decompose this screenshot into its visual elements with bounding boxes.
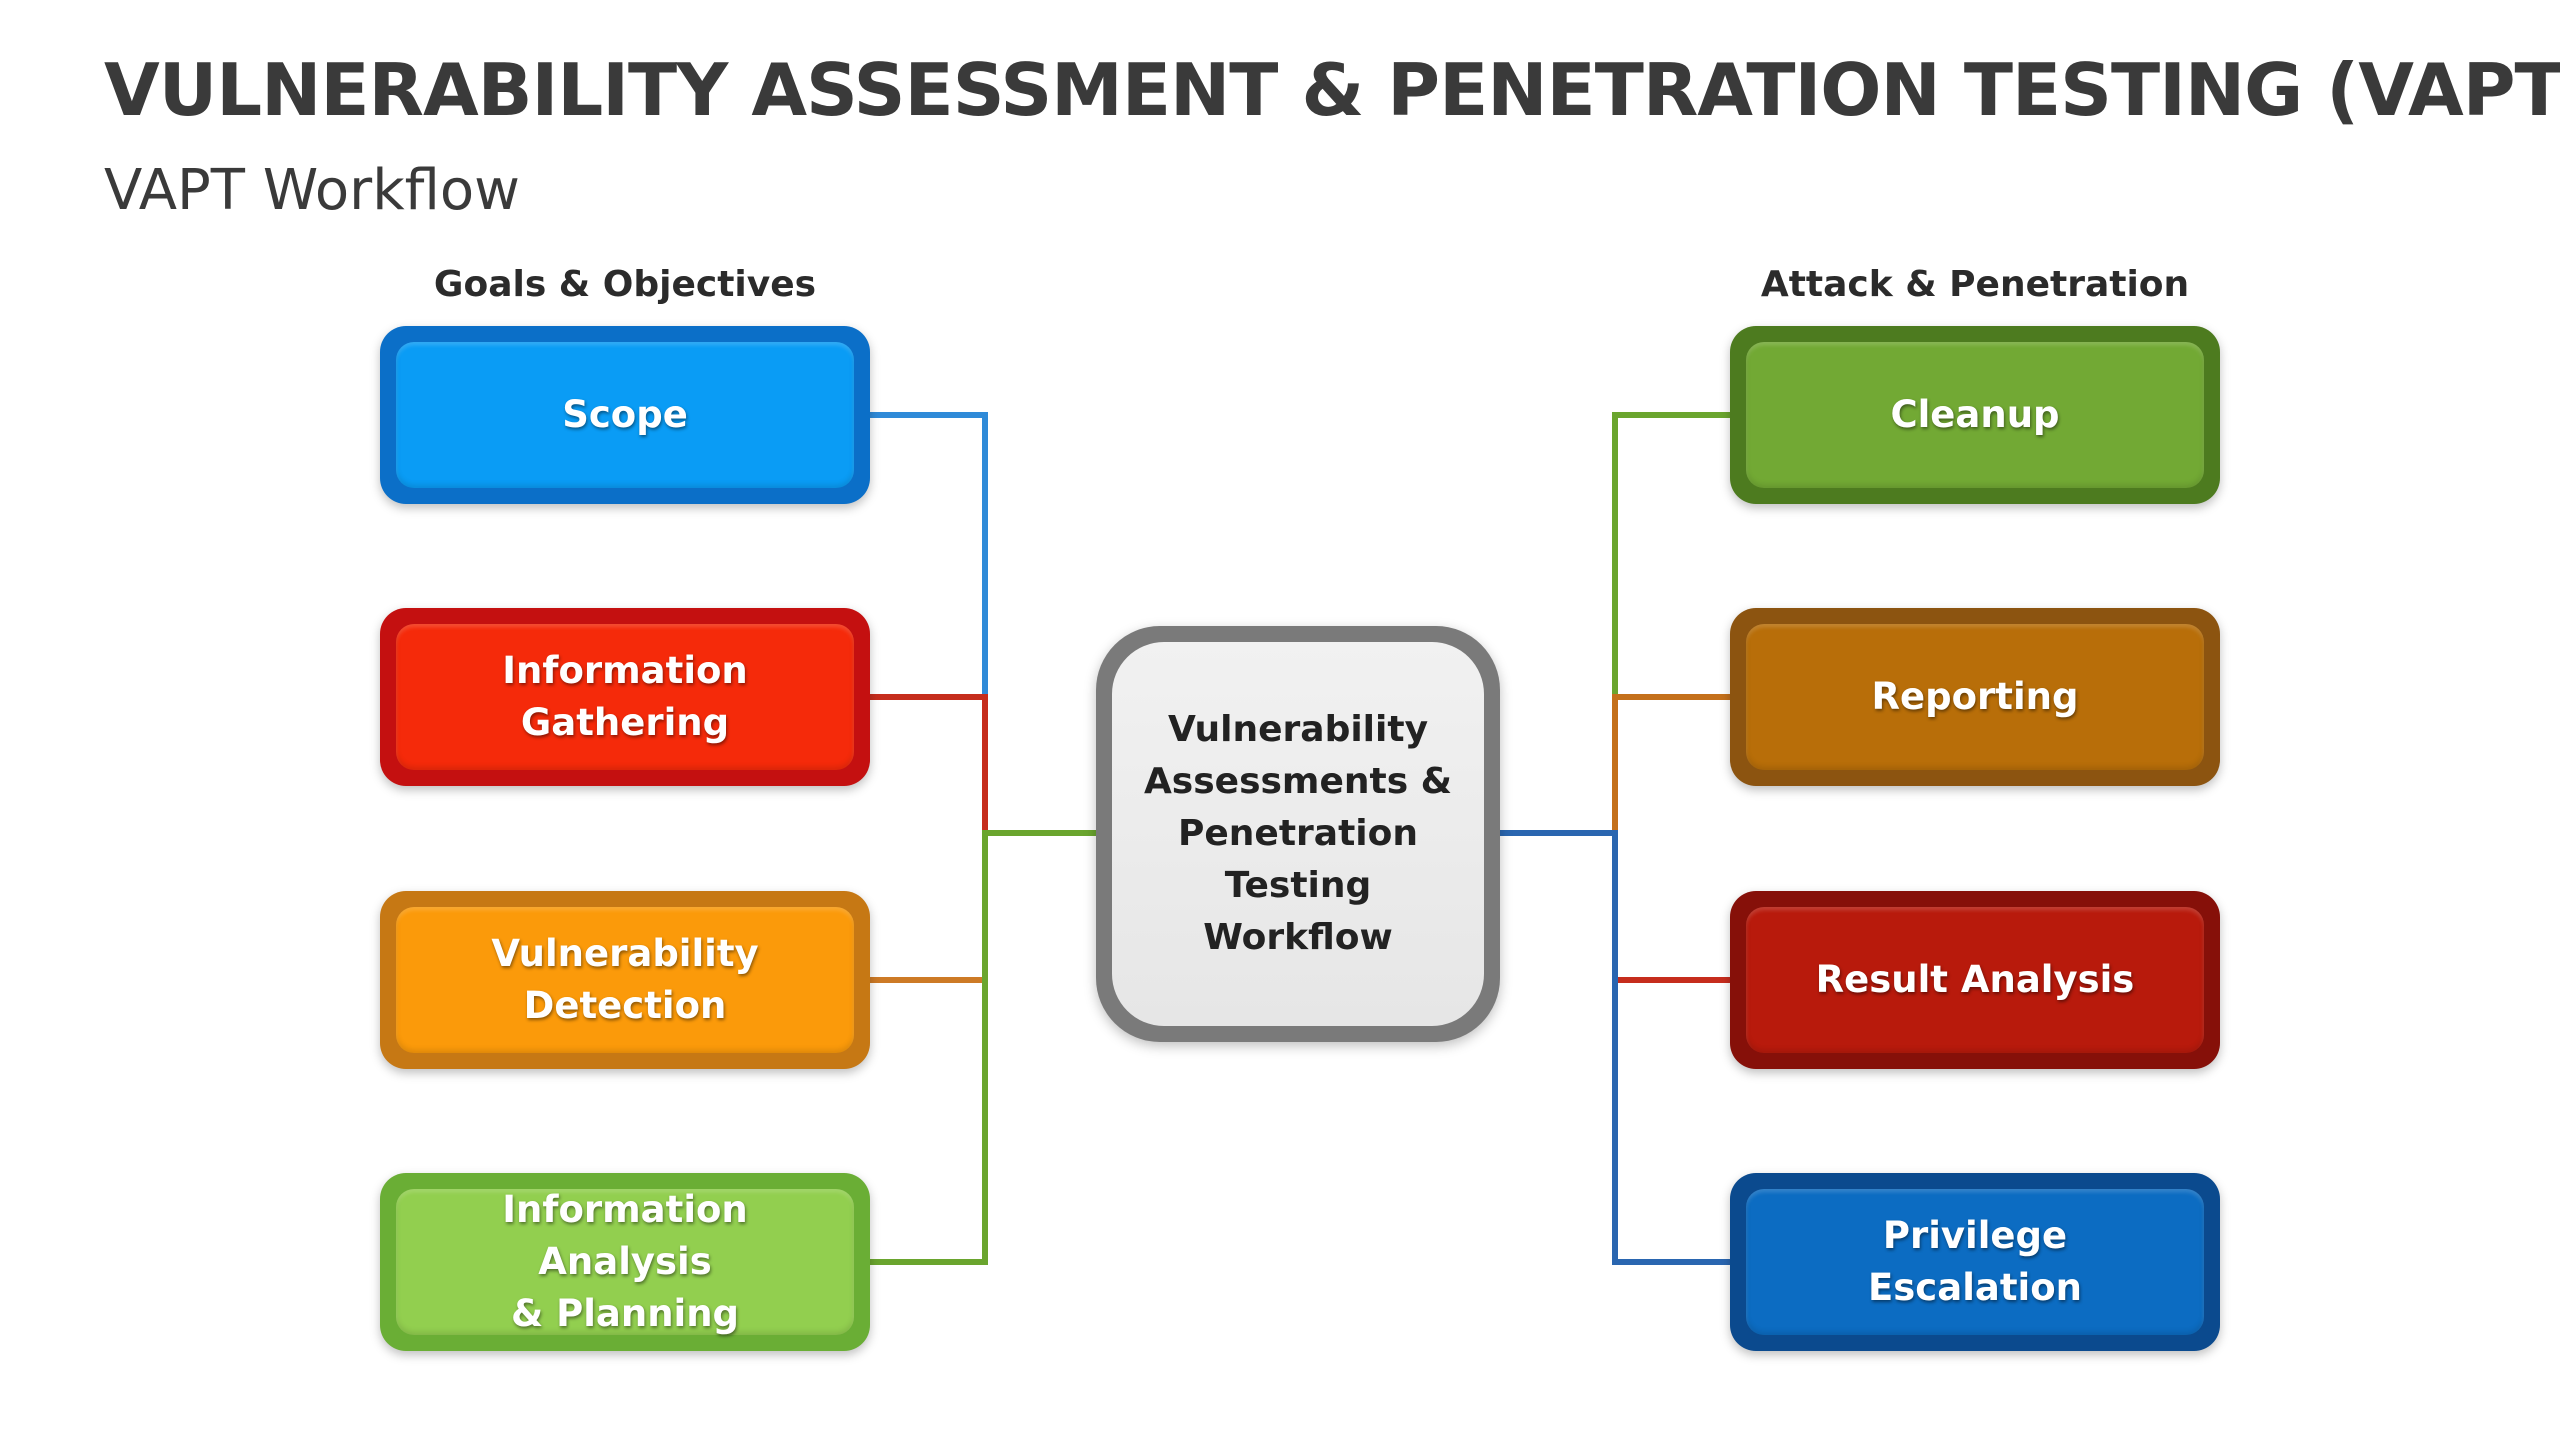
node-cleanup: Cleanup	[1730, 326, 2220, 504]
connector-right-reporting	[1612, 694, 1730, 833]
node-scope: Scope	[380, 326, 870, 504]
node-reporting: Reporting	[1730, 608, 2220, 786]
connector-left-information-gathering	[870, 694, 988, 833]
node-cleanup-label: Cleanup	[1746, 342, 2204, 488]
node-information-gathering-label: Information Gathering	[396, 624, 854, 770]
page-subtitle: VAPT Workflow	[104, 158, 520, 223]
node-reporting-label: Reporting	[1746, 624, 2204, 770]
connector-right-cleanup	[1612, 412, 1730, 833]
node-scope-label: Scope	[396, 342, 854, 488]
node-privilege-escalation: Privilege Escalation	[1730, 1173, 2220, 1351]
center-node-label: Vulnerability Assessments & Penetration …	[1112, 642, 1484, 1026]
connector-left-vulnerability-detection	[870, 833, 988, 983]
right-group-label: Attack & Penetration	[1760, 264, 2190, 305]
node-information-analysis-planning-label: Information Analysis & Planning	[396, 1188, 854, 1335]
node-information-gathering: Information Gathering	[380, 608, 870, 786]
node-result-analysis-label: Result Analysis	[1746, 907, 2204, 1053]
node-privilege-escalation-label: Privilege Escalation	[1746, 1189, 2204, 1335]
node-vulnerability-detection-label: Vulnerability Detection	[396, 907, 854, 1053]
node-vulnerability-detection: Vulnerability Detection	[380, 891, 870, 1069]
node-result-analysis: Result Analysis	[1730, 891, 2220, 1069]
connector-left-information-analysis	[870, 830, 1096, 1265]
connector-right-result-analysis	[1612, 833, 1730, 983]
connector-right-privilege-escalation	[1500, 830, 1730, 1265]
left-group-label: Goals & Objectives	[433, 264, 817, 305]
page-title: VULNERABILITY ASSESSMENT & PENETRATION T…	[104, 48, 2560, 132]
center-node: Vulnerability Assessments & Penetration …	[1096, 626, 1500, 1042]
node-information-analysis-planning: Information Analysis & Planning	[380, 1173, 870, 1351]
